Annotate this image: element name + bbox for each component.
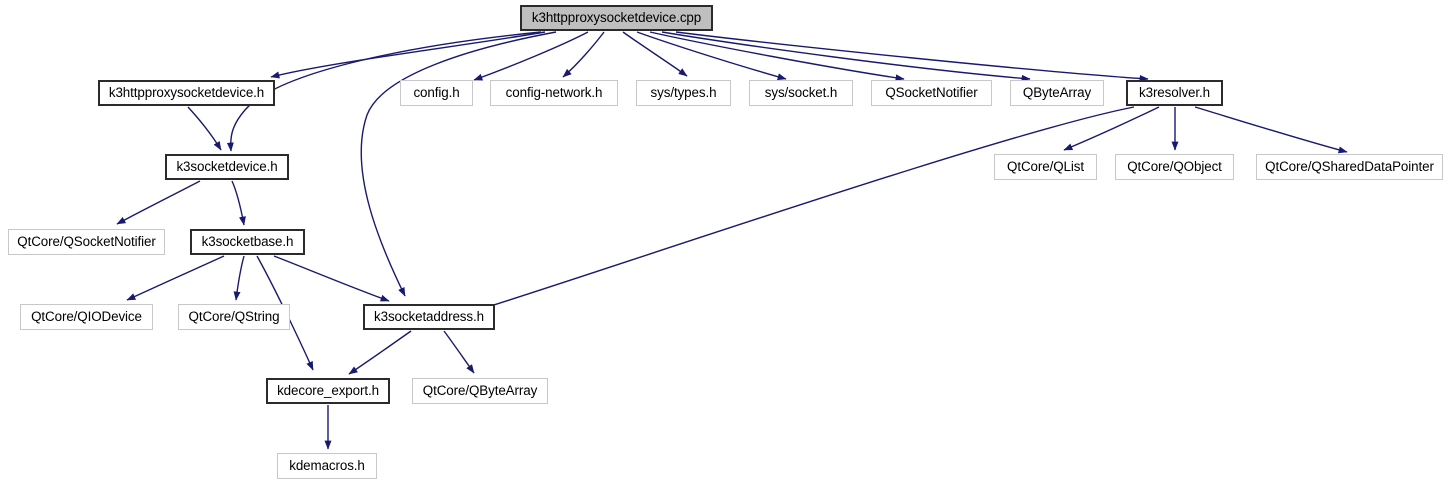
node-proxyheader[interactable]: k3httpproxysocketdevice.h	[98, 80, 275, 106]
edge-root-to-k3socketaddress	[360, 31, 557, 297]
edge-k3resolver-to-k3socketaddress	[477, 106, 1135, 311]
node-label-k3socketdevice: k3socketdevice.h	[176, 159, 278, 175]
node-label-kdecoreexport: kdecore_export.h	[277, 383, 379, 399]
node-kdemacros[interactable]: kdemacros.h	[277, 453, 377, 479]
edge-root-to-config	[473, 31, 589, 81]
node-qtqlist[interactable]: QtCore/QList	[994, 154, 1097, 180]
node-label-qtqobject: QtCore/QObject	[1127, 159, 1222, 175]
node-confignetwork[interactable]: config-network.h	[490, 80, 618, 106]
node-qtqiodevice[interactable]: QtCore/QIODevice	[20, 304, 153, 330]
node-qtqstring[interactable]: QtCore/QString	[178, 304, 290, 330]
node-label-proxyheader: k3httpproxysocketdevice.h	[108, 85, 265, 101]
edge-k3socketdevice-to-qtqsocketnotif	[116, 180, 201, 225]
node-qbytearray[interactable]: QByteArray	[1010, 80, 1104, 106]
node-label-confignetwork: config-network.h	[505, 85, 603, 101]
edge-root-to-qsocketnotifier	[649, 31, 905, 82]
edge-root-to-syssocket	[636, 31, 787, 81]
node-label-root: k3httpproxysocketdevice.cpp	[531, 10, 702, 26]
node-label-qsocketnotifier: QSocketNotifier	[885, 85, 978, 101]
node-label-qtqsocketnotif: QtCore/QSocketNotifier	[17, 234, 156, 250]
node-config[interactable]: config.h	[400, 80, 473, 106]
edge-k3resolver-to-qtqsdp	[1194, 106, 1348, 154]
node-label-qtqbytearray: QtCore/QByteArray	[422, 383, 538, 399]
node-label-systypes: sys/types.h	[650, 85, 717, 101]
edge-root-to-confignetwork	[562, 31, 605, 78]
node-syssocket[interactable]: sys/socket.h	[749, 80, 853, 106]
node-qtqbytearray[interactable]: QtCore/QByteArray	[412, 378, 548, 404]
node-k3socketdevice[interactable]: k3socketdevice.h	[165, 154, 289, 180]
node-systypes[interactable]: sys/types.h	[636, 80, 731, 106]
node-k3socketbase[interactable]: k3socketbase.h	[190, 229, 305, 255]
node-qtqsocketnotif[interactable]: QtCore/QSocketNotifier	[8, 229, 165, 255]
edge-k3socketbase-to-qtqiodevice	[126, 255, 225, 301]
node-kdecoreexport[interactable]: kdecore_export.h	[266, 378, 390, 404]
node-qsocketnotifier[interactable]: QSocketNotifier	[871, 80, 992, 106]
edge-root-to-systypes	[622, 31, 688, 77]
node-k3socketaddress[interactable]: k3socketaddress.h	[363, 304, 495, 330]
edge-root-to-k3resolver	[675, 31, 1149, 82]
edge-k3socketbase-to-k3socketaddress	[273, 255, 390, 302]
node-label-k3socketbase: k3socketbase.h	[201, 234, 294, 250]
node-k3resolver[interactable]: k3resolver.h	[1126, 80, 1223, 106]
edge-k3socketaddress-to-kdecoreexport	[348, 330, 412, 375]
node-qtqobject[interactable]: QtCore/QObject	[1115, 154, 1234, 180]
node-label-qtqsdp: QtCore/QSharedDataPointer	[1265, 159, 1434, 175]
edge-k3socketaddress-to-qtqbytearray	[443, 330, 475, 374]
node-label-qtqlist: QtCore/QList	[1007, 159, 1084, 175]
edge-proxyheader-to-k3socketdevice	[187, 106, 222, 151]
node-label-kdemacros: kdemacros.h	[289, 458, 365, 474]
node-root[interactable]: k3httpproxysocketdevice.cpp	[520, 5, 713, 31]
node-label-config: config.h	[413, 85, 460, 101]
edge-k3socketbase-to-qtqstring	[233, 255, 245, 301]
node-label-syssocket: sys/socket.h	[764, 85, 838, 101]
edge-k3socketdevice-to-k3socketbase	[231, 180, 246, 226]
node-label-qtqstring: QtCore/QString	[188, 309, 280, 325]
edge-root-to-qbytearray	[661, 31, 1031, 82]
edge-k3resolver-to-qtqlist	[1063, 106, 1160, 151]
node-label-qbytearray: QByteArray	[1022, 85, 1092, 101]
node-label-k3socketaddress: k3socketaddress.h	[374, 309, 484, 325]
node-label-k3resolver: k3resolver.h	[1139, 85, 1210, 101]
node-qtqsdp[interactable]: QtCore/QSharedDataPointer	[1256, 154, 1443, 180]
node-label-qtqiodevice: QtCore/QIODevice	[31, 309, 142, 325]
edge-root-to-proxyheader	[270, 31, 546, 79]
